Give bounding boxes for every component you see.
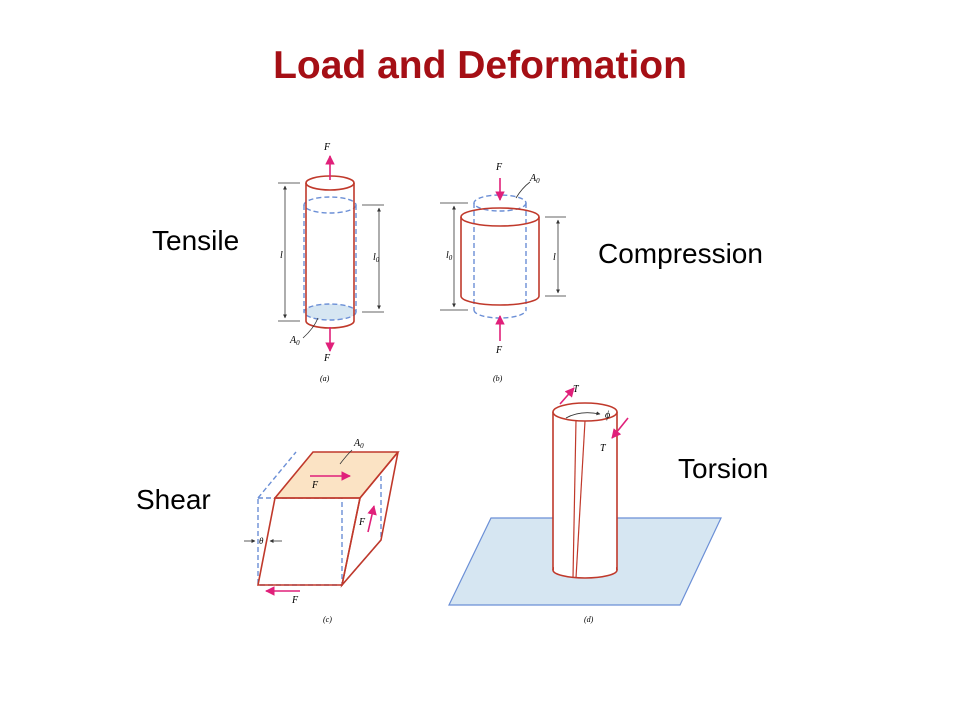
tensile-original-length-label: l	[373, 252, 376, 263]
shear-force-bottom-label: F	[291, 595, 299, 606]
tensile-label: Tensile	[152, 225, 240, 256]
compression-label: Compression	[598, 238, 763, 269]
svg-text:l0: l0	[373, 252, 380, 264]
compression-length-label: l	[553, 252, 556, 263]
shear-force-top-label: F	[311, 480, 319, 491]
compression-original-length-label: l	[446, 250, 449, 261]
tensile-length-label: l	[280, 250, 283, 261]
tensile-force-bottom-label: F	[323, 353, 331, 364]
caption-d: (d)	[584, 615, 594, 624]
tensile-force-top-label: F	[323, 142, 331, 153]
shear-angle-label: θ	[259, 536, 264, 546]
compression-force-top-label: F	[495, 162, 503, 173]
compression-diagram: F F l0 l A0 (b)	[440, 162, 566, 383]
compression-area-label: A	[529, 173, 537, 184]
caption-a: (a)	[320, 374, 330, 383]
tensile-diagram: F F l l0 A0 (a)	[278, 142, 384, 383]
shear-diagram: F F F A0 θ (c)	[244, 438, 400, 624]
torsion-torque-side-arrow	[611, 417, 629, 439]
shear-label: Shear	[136, 484, 211, 515]
compression-force-bottom-label: F	[495, 345, 503, 356]
svg-text:A0: A0	[353, 438, 364, 450]
torsion-torque-top-label: T	[573, 384, 580, 395]
tensile-base-area	[303, 303, 357, 321]
shear-force-side-arrow	[367, 505, 377, 533]
torsion-label: Torsion	[678, 453, 769, 484]
torsion-angle-label: ϕ	[605, 410, 610, 421]
shear-area-label: A	[353, 438, 361, 449]
tensile-original-top	[303, 196, 357, 214]
shear-side-face	[340, 451, 399, 588]
svg-text:A0: A0	[529, 173, 540, 185]
svg-text:l0: l0	[446, 250, 453, 262]
tensile-area-label: A	[289, 335, 297, 346]
caption-c: (c)	[323, 615, 332, 624]
torsion-diagram: ϕ T T (d)	[448, 384, 722, 624]
torsion-torque-top-arrow	[559, 387, 575, 405]
torsion-torque-side-label: T	[600, 443, 607, 454]
shear-force-side-label: F	[358, 517, 366, 528]
page-title: Load and Deformation	[273, 44, 687, 87]
svg-text:A0: A0	[289, 335, 300, 347]
caption-b: (b)	[493, 374, 503, 383]
